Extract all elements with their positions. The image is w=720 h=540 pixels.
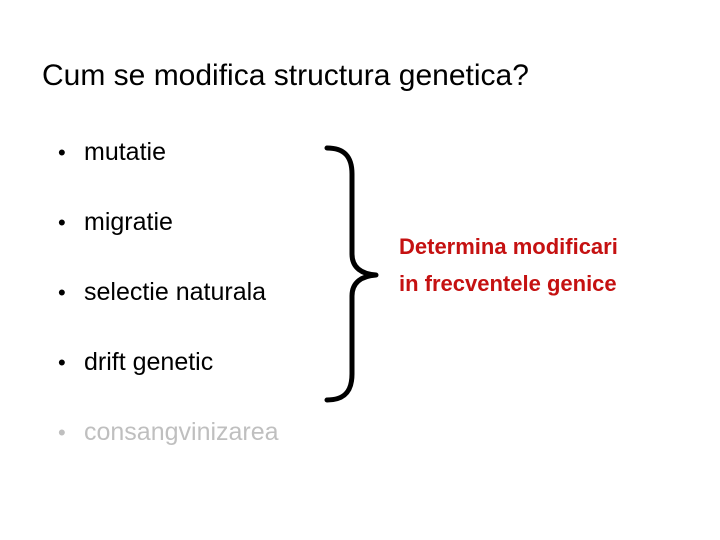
list-item-label: mutatie [84,138,166,166]
list-item[interactable]: • selectie naturala [58,280,358,350]
list-item-label: drift genetic [84,348,214,376]
curly-brace-icon [318,138,388,410]
bullet-point-icon: • [58,210,66,235]
bullet-list: • mutatie • migratie • selectie naturala… [58,140,358,490]
list-item[interactable]: • mutatie [58,140,358,210]
list-item[interactable]: • drift genetic [58,350,358,420]
callout-text: Determina modificari in frecventele geni… [399,228,699,302]
bullet-point-icon: • [58,350,66,375]
bullet-point-icon: • [58,140,66,165]
callout-line-2: in frecventele genice [399,271,617,296]
list-item-label: migratie [84,208,173,236]
list-item[interactable]: • consangvinizarea [58,420,358,490]
list-item-label: consangvinizarea [84,418,279,446]
list-item-label: selectie naturala [84,278,267,306]
callout-line-1: Determina modificari [399,234,618,259]
bullet-point-icon: • [58,420,66,445]
bullet-point-icon: • [58,280,66,305]
page-title: Cum se modifica structura genetica? [42,59,529,92]
list-item[interactable]: • migratie [58,210,358,280]
